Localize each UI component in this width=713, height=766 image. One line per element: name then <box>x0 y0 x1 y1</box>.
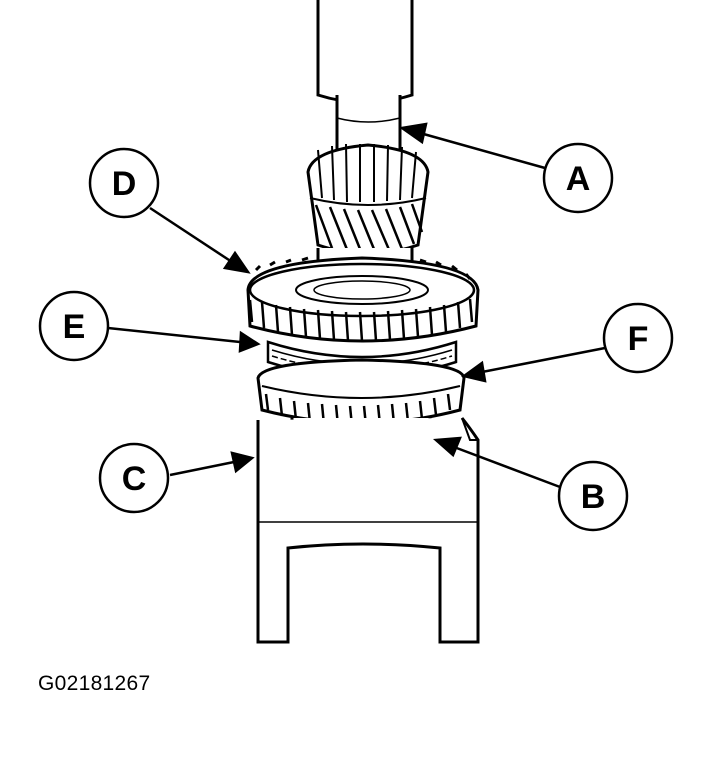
arrow-b <box>432 436 462 458</box>
arrow-d <box>222 250 251 274</box>
callout-c-label: C <box>122 460 147 498</box>
helical-pinion-gear <box>306 143 430 255</box>
callout-b: B <box>557 460 629 532</box>
figure-code: G02181267 <box>38 672 151 695</box>
arrow-e <box>238 330 261 353</box>
arrow-c <box>230 451 255 474</box>
callout-b-label: B <box>581 478 606 516</box>
leader-lines <box>107 122 606 489</box>
callout-f: F <box>602 302 674 374</box>
arrow-a <box>398 122 428 145</box>
callout-e: E <box>38 290 110 362</box>
callout-c: C <box>98 442 170 514</box>
callout-d: D <box>88 147 160 219</box>
upper-shaft <box>335 95 402 152</box>
press-ram <box>316 0 414 104</box>
callout-a-label: A <box>566 160 591 198</box>
arrow-f <box>461 360 487 383</box>
lower-hub-gear <box>256 358 466 427</box>
callout-f-label: F <box>628 320 649 358</box>
support-fixture <box>256 417 480 644</box>
large-gear <box>246 256 480 343</box>
callout-a: A <box>542 142 614 214</box>
callout-d-label: D <box>112 165 137 203</box>
callout-e-label: E <box>63 308 86 346</box>
